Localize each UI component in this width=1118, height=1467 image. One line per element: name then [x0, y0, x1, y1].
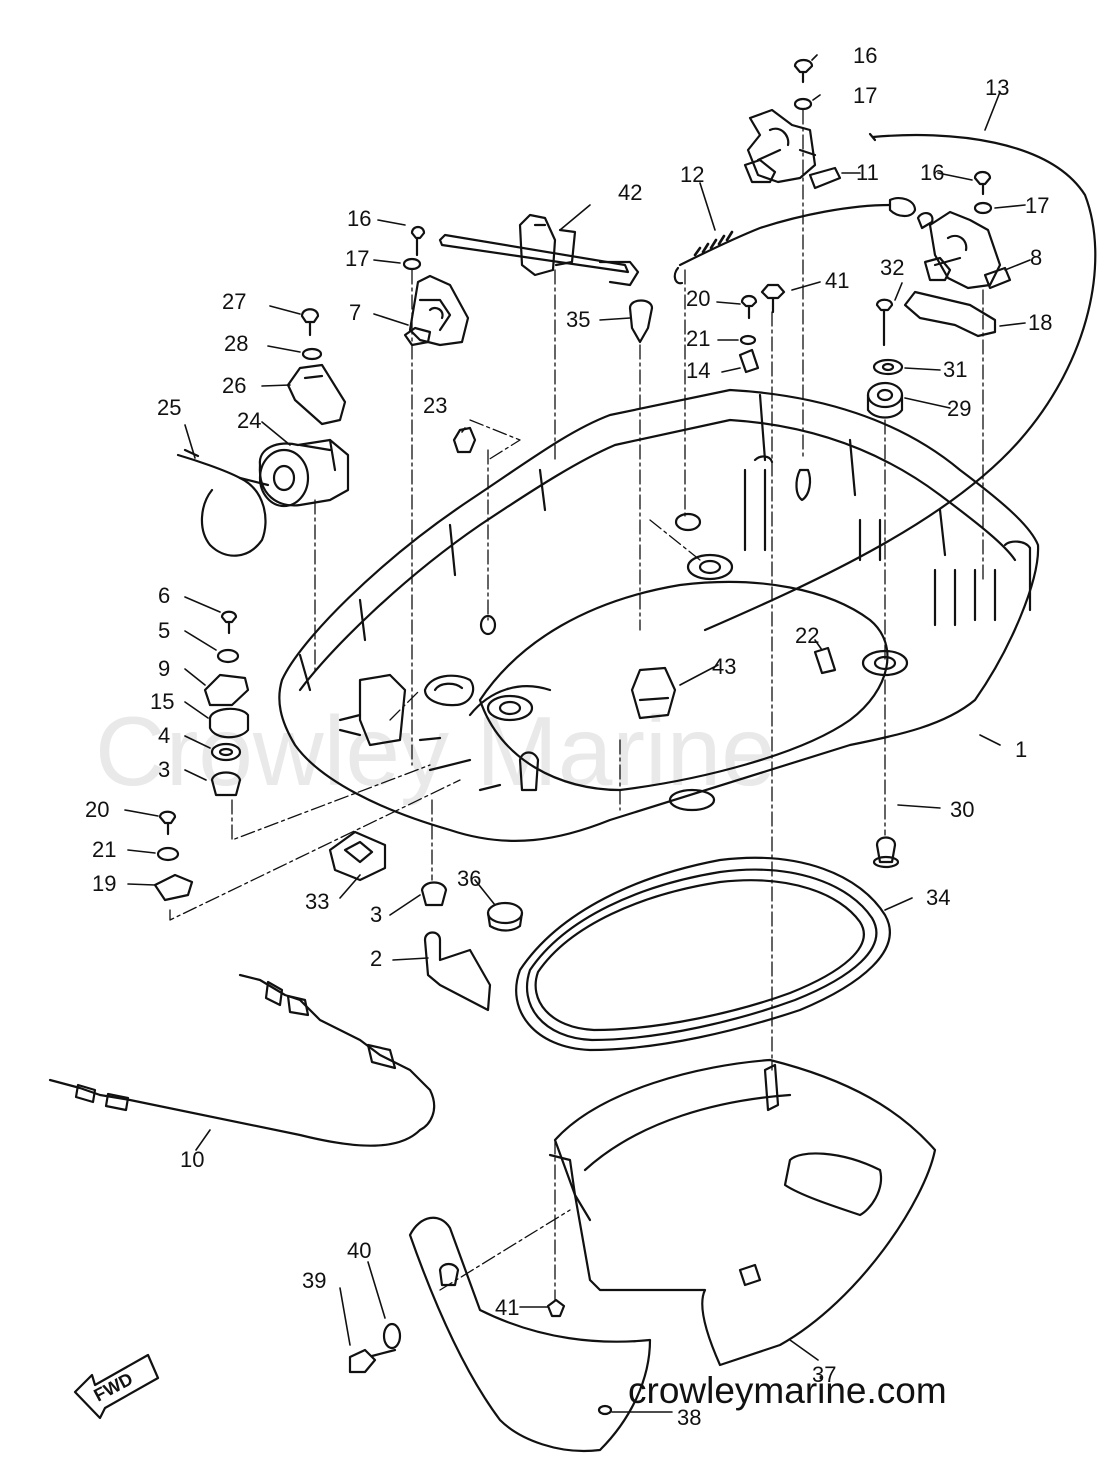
callout-42: 42 [618, 180, 642, 205]
clip-9 [203, 673, 250, 707]
strap-25 [176, 453, 267, 557]
callout-30: 30 [950, 797, 974, 822]
callout-14: 14 [686, 358, 710, 383]
callout-27: 27 [222, 289, 246, 314]
callout-6: 6 [158, 583, 170, 608]
callout-26: 26 [222, 373, 246, 398]
solenoid-24 [258, 438, 350, 508]
callout-18: 18 [1028, 310, 1052, 335]
seal-34 [515, 856, 891, 1052]
callout-23: 23 [423, 393, 447, 418]
bracket-2 [423, 931, 492, 1012]
callout-9: 9 [158, 656, 170, 681]
cable-10 [48, 973, 436, 1147]
callout-34: 34 [926, 885, 950, 910]
callout-40: 40 [347, 1238, 371, 1263]
callout-16: 16 [347, 206, 371, 231]
latch-8 [916, 210, 1012, 290]
callout-7: 7 [349, 300, 361, 325]
lower-cover-37 [548, 1058, 937, 1367]
callout-13: 13 [985, 75, 1009, 100]
callout-17: 17 [1025, 193, 1049, 218]
bracket-26 [286, 363, 347, 426]
callout-24: 24 [237, 408, 261, 433]
callout-17: 17 [853, 83, 877, 108]
bottom-cowling [278, 388, 1040, 843]
forward-arrow: FWD [73, 1353, 160, 1420]
cable-13 [703, 133, 1097, 632]
callout-1: 1 [1015, 737, 1027, 762]
callout-21: 21 [686, 326, 710, 351]
callout-15: 15 [150, 689, 174, 714]
side-panel-38 [408, 1216, 652, 1452]
callout-22: 22 [795, 623, 819, 648]
callout-41: 41 [825, 268, 849, 293]
site-url-watermark: crowleymarine.com [628, 1370, 947, 1411]
cable-12 [678, 203, 892, 267]
latch-11 [743, 108, 842, 190]
callout-21: 21 [92, 837, 116, 862]
callout-37: 37 [812, 1362, 836, 1387]
callout-39: 39 [302, 1268, 326, 1293]
bracket-18 [903, 290, 997, 338]
callout-20: 20 [85, 797, 109, 822]
callout-12: 12 [680, 162, 704, 187]
callout-5: 5 [158, 618, 170, 643]
callout-11: 11 [856, 160, 879, 185]
callout-3: 3 [158, 757, 170, 782]
lever-shaft-42 [438, 213, 640, 287]
callout-4: 4 [158, 723, 170, 748]
callout-35: 35 [566, 307, 590, 332]
callout-36: 36 [457, 866, 481, 891]
callout-20: 20 [686, 286, 710, 311]
callout-32: 32 [880, 255, 904, 280]
callout-19: 19 [92, 871, 116, 896]
callout-31: 31 [943, 357, 967, 382]
callout-labels: 16 17 13 12 11 16 17 42 16 17 8 32 41 27… [85, 43, 1052, 1430]
watermark: Crowley Marine [95, 696, 776, 806]
callout-41: 41 [495, 1295, 519, 1320]
callout-3: 3 [370, 902, 382, 927]
callout-2: 2 [370, 946, 382, 971]
callout-33: 33 [305, 889, 329, 914]
latch-7 [403, 274, 470, 347]
callout-25: 25 [157, 395, 181, 420]
callout-28: 28 [224, 331, 248, 356]
callout-16: 16 [853, 43, 877, 68]
callout-43: 43 [712, 654, 736, 679]
callout-10: 10 [180, 1147, 204, 1172]
callout-16: 16 [920, 160, 944, 185]
callout-17: 17 [345, 246, 369, 271]
grommet-33 [328, 830, 387, 882]
callout-29: 29 [947, 396, 971, 421]
callout-8: 8 [1030, 245, 1042, 270]
callout-38: 38 [677, 1405, 701, 1430]
